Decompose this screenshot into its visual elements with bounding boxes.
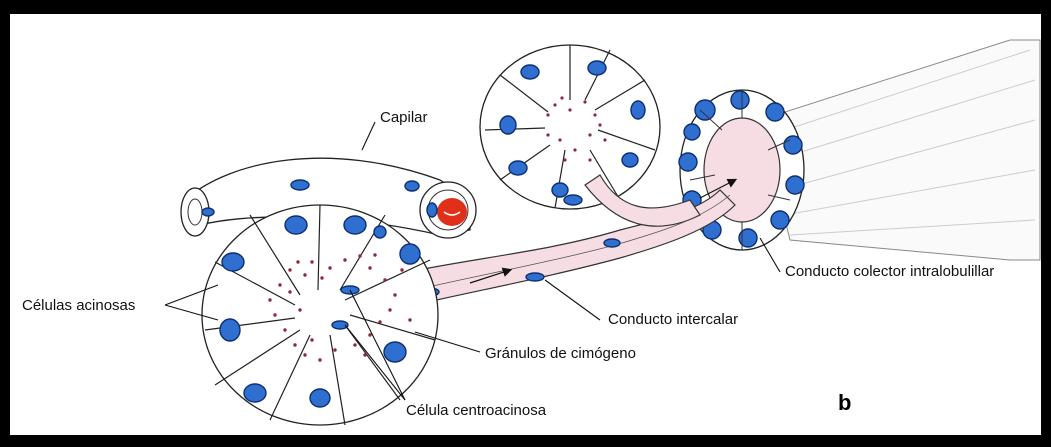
- label-celula-centroacinosa: Célula centroacinosa: [406, 402, 547, 419]
- main-acinus: [202, 205, 438, 425]
- label-conducto-colector: Conducto colector intralobulillar: [785, 263, 994, 280]
- label-conducto-intercalar: Conducto intercalar: [608, 311, 738, 328]
- panel-letter: b: [838, 390, 851, 415]
- label-granulos: Gránulos de cimógeno: [485, 345, 636, 362]
- collecting-duct: [679, 40, 1040, 260]
- red-blood-cell: [437, 198, 467, 226]
- upper-acinus: [480, 45, 660, 209]
- label-capilar: Capilar: [380, 109, 428, 126]
- label-celulas-acinosas: Células acinosas: [22, 297, 135, 314]
